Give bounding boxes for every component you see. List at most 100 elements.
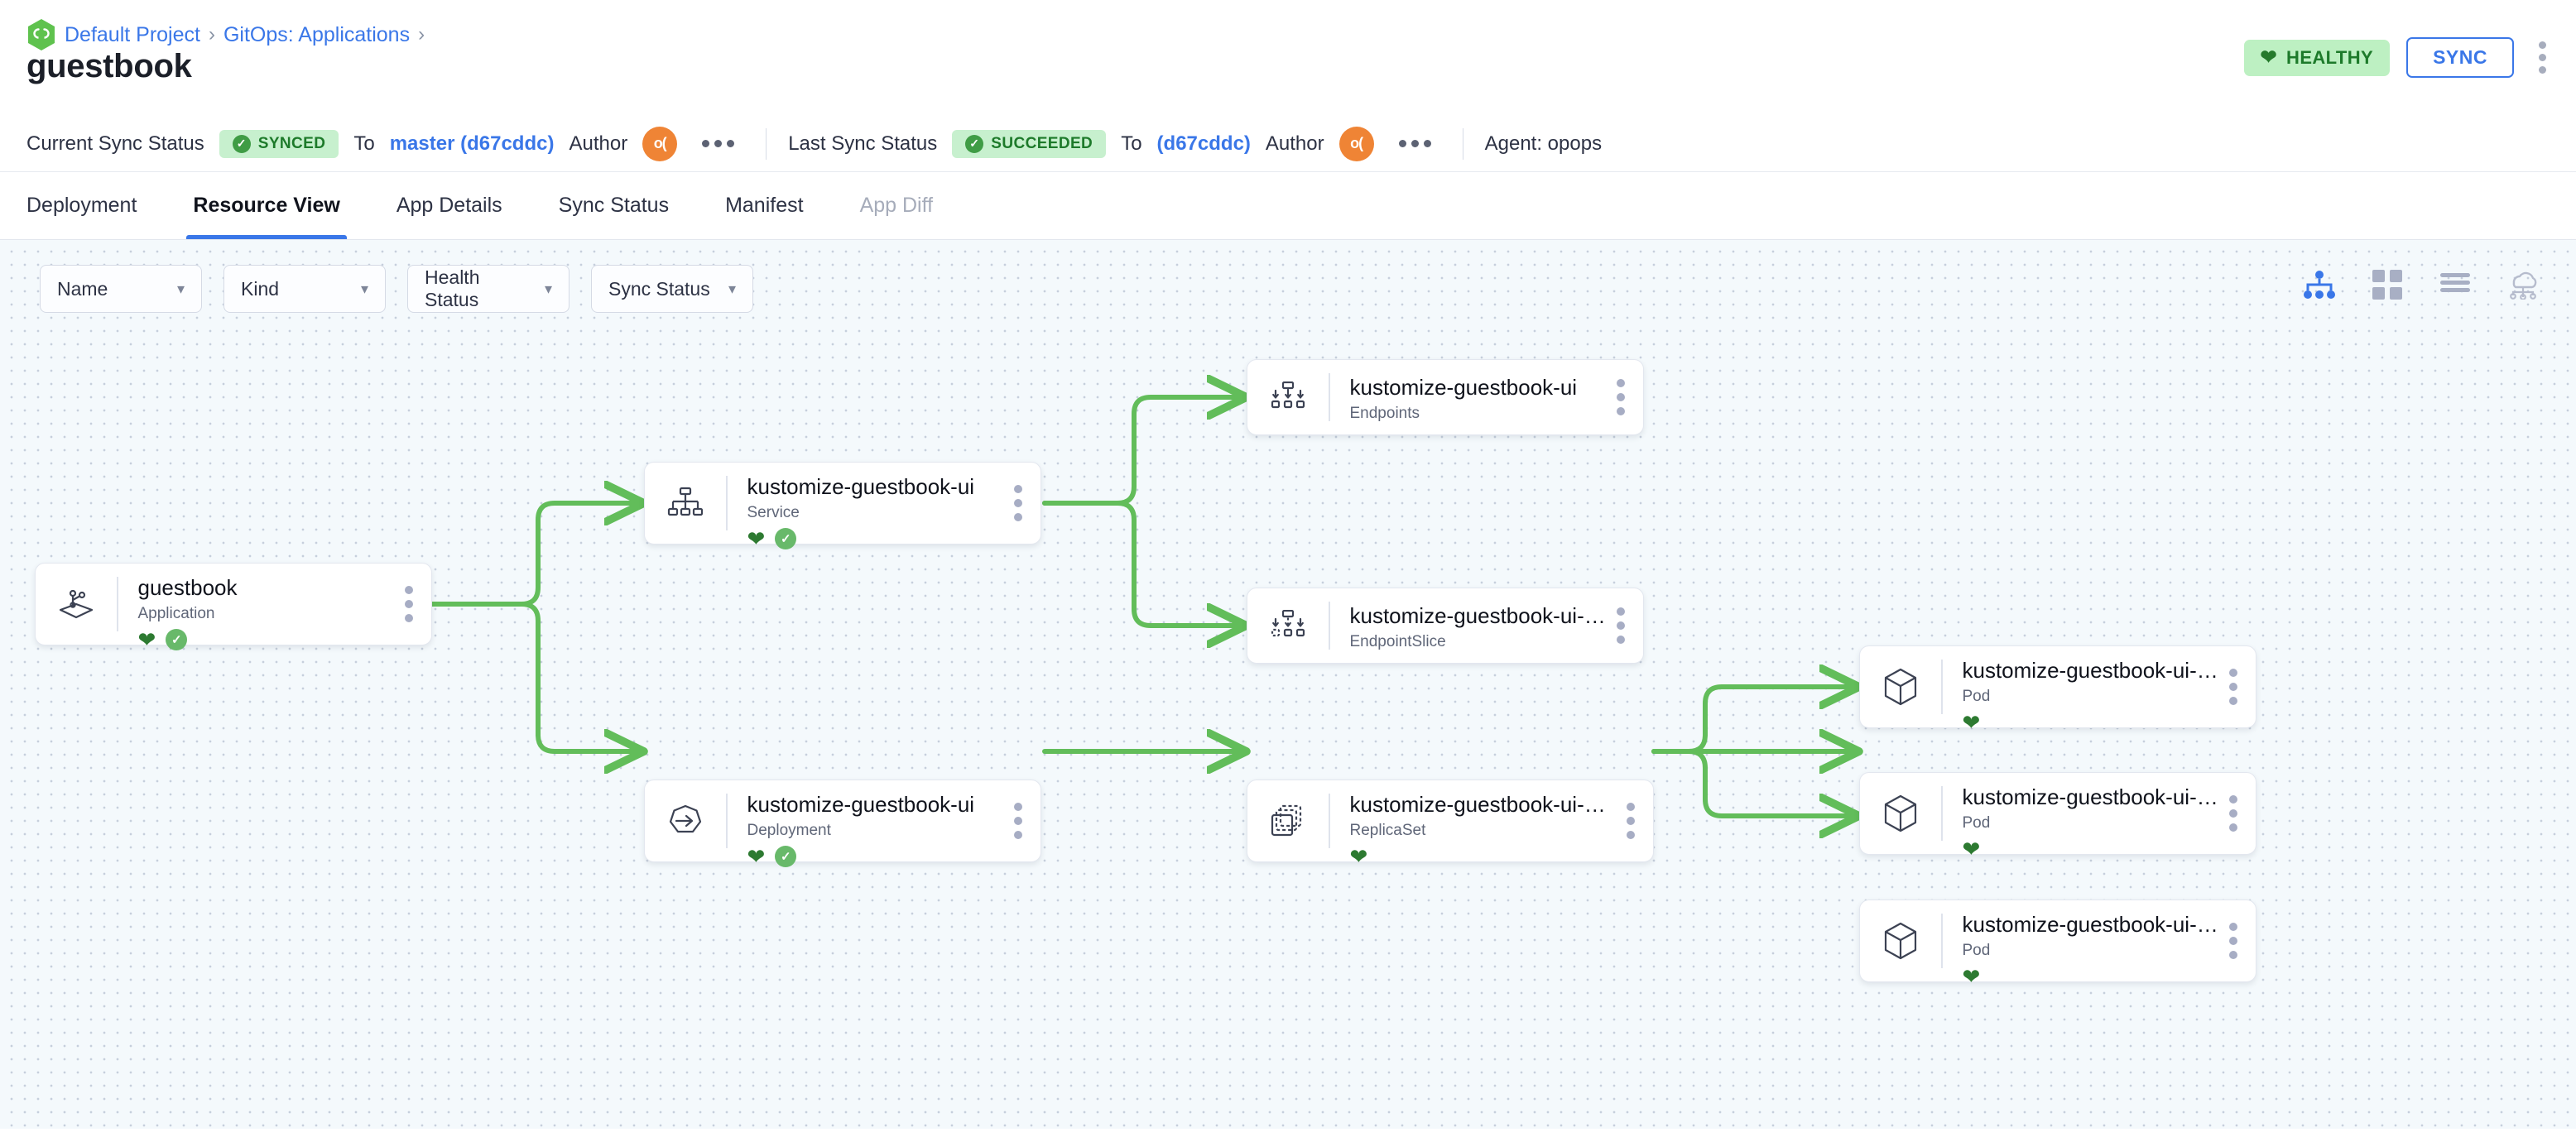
node-divider: [1329, 602, 1330, 650]
chevron-down-icon: ▾: [176, 281, 185, 297]
graph-node-deployment[interactable]: kustomize-guestbook-ui Deployment ❤ ✓: [644, 780, 1041, 868]
filter-bar: Name ▾ Kind ▾ Health Status ▾ Sync Statu…: [40, 265, 753, 313]
node-overflow-menu-icon[interactable]: [1608, 379, 1643, 415]
node-divider: [1941, 914, 1943, 968]
current-sync-overflow-icon[interactable]: [692, 137, 744, 151]
node-content: kustomize-guestbook-ui-… EndpointSlice: [1330, 588, 1609, 663]
node-kind: Endpoints: [1349, 405, 1420, 423]
sync-status-bar: Current Sync Status ✓ SYNCED To master (…: [0, 116, 2576, 172]
tab-resource-view[interactable]: Resource View: [165, 172, 368, 239]
filter-health-status-label: Health Status: [425, 266, 480, 310]
tab-app-diff: App Diff: [859, 194, 934, 217]
grid-view-icon[interactable]: [2369, 266, 2405, 303]
current-revision-link[interactable]: master (d67cddc): [389, 132, 555, 155]
filter-health-status[interactable]: Health Status ▾: [407, 265, 570, 313]
node-kind: Service: [747, 504, 800, 522]
current-sync-status-pill-label: SYNCED: [257, 134, 326, 152]
node-content: kustomize-guestbook-ui Service ❤ ✓: [728, 463, 1007, 550]
filter-sync-status-label: Sync Status: [608, 277, 710, 300]
health-heart-icon: ❤: [1962, 710, 1981, 736]
filter-sync-status[interactable]: Sync Status ▾: [591, 265, 753, 313]
node-overflow-menu-icon[interactable]: [2221, 923, 2256, 959]
node-kind: Pod: [1962, 942, 1991, 960]
tab-sync-status[interactable]: Sync Status: [558, 194, 670, 217]
filter-kind-label: Kind: [241, 277, 280, 300]
health-heart-icon: ❤: [1962, 837, 1981, 862]
graph-node-pod[interactable]: kustomize-guestbook-ui-… Pod ❤: [1859, 900, 2256, 987]
node-status-icons: ❤: [1963, 838, 2222, 860]
graph-node-application[interactable]: guestbook Application ❤ ✓: [35, 563, 432, 651]
filter-kind[interactable]: Kind ▾: [223, 265, 386, 313]
endpoints-icon: [1247, 360, 1329, 434]
health-heart-icon: ❤: [137, 627, 156, 653]
check-circle-icon: ✓: [232, 134, 251, 153]
last-sync-overflow-icon[interactable]: [1389, 137, 1441, 151]
node-status-icons: ❤: [1963, 966, 2222, 987]
tab-manifest[interactable]: Manifest: [725, 194, 804, 217]
node-content: kustomize-guestbook-ui-… Pod ❤: [1943, 900, 2222, 987]
node-kind: Pod: [1962, 814, 1991, 832]
tab-deployment[interactable]: Deployment: [26, 194, 137, 217]
breadcrumb: Default Project › GitOps: Applications ›: [26, 18, 425, 51]
current-sync-status-pill: ✓ SYNCED: [219, 129, 339, 158]
node-kind: ReplicaSet: [1349, 822, 1426, 840]
node-overflow-menu-icon[interactable]: [2221, 669, 2256, 705]
breadcrumb-item-gitops-applications[interactable]: GitOps: Applications: [223, 22, 411, 46]
health-heart-icon: ❤: [1349, 844, 1368, 870]
last-revision-link[interactable]: (d67cddc): [1156, 132, 1251, 155]
node-overflow-menu-icon[interactable]: [1618, 803, 1653, 839]
node-title: kustomize-guestbook-ui-…: [1962, 784, 2218, 809]
node-divider: [1941, 786, 1943, 841]
node-overflow-menu-icon[interactable]: [1608, 607, 1643, 644]
node-title: kustomize-guestbook-ui-…: [1962, 912, 2218, 937]
last-author-label: Author: [1265, 132, 1324, 155]
node-divider: [726, 476, 728, 530]
node-overflow-menu-icon[interactable]: [396, 586, 431, 622]
endpointslice-icon: [1247, 588, 1329, 663]
synced-check-icon: ✓: [775, 846, 797, 868]
pod-icon: [1860, 900, 1941, 981]
node-title: kustomize-guestbook-ui-…: [1349, 603, 1606, 628]
graph-node-endpointslice[interactable]: kustomize-guestbook-ui-… EndpointSlice: [1247, 588, 1644, 664]
health-heart-icon: ❤: [747, 844, 766, 870]
node-overflow-menu-icon[interactable]: [1006, 485, 1040, 521]
current-author-label: Author: [569, 132, 628, 155]
last-to-label: To: [1121, 132, 1142, 155]
node-title: kustomize-guestbook-ui: [1349, 375, 1578, 400]
resource-tree: guestbook Application ❤ ✓: [0, 240, 2576, 1129]
current-author-avatar[interactable]: o(: [642, 126, 678, 161]
chevron-down-icon: ▾: [544, 281, 552, 297]
graph-node-endpoints[interactable]: kustomize-guestbook-ui Endpoints: [1247, 359, 1644, 435]
node-content: kustomize-guestbook-ui-… ReplicaSet ❤: [1330, 780, 1619, 867]
graph-node-pod[interactable]: kustomize-guestbook-ui-… Pod ❤: [1859, 645, 2256, 733]
node-overflow-menu-icon[interactable]: [1006, 803, 1040, 839]
deployment-icon: [645, 780, 726, 861]
breadcrumb-separator: ›: [418, 23, 425, 46]
node-status-icons: ❤: [1350, 846, 1619, 867]
tab-bar: Deployment Resource View App Details Syn…: [0, 172, 2576, 240]
agent-label: Agent: opops: [1484, 132, 1603, 155]
node-status-icons: ❤: [1963, 712, 2222, 733]
header-overflow-menu-icon[interactable]: [2530, 36, 2554, 79]
node-kind: Pod: [1962, 688, 1991, 706]
filter-name[interactable]: Name ▾: [40, 265, 202, 313]
node-kind: Deployment: [747, 822, 831, 840]
breadcrumb-item-default-project[interactable]: Default Project: [65, 22, 200, 46]
graph-node-service[interactable]: kustomize-guestbook-ui Service ❤ ✓: [644, 462, 1041, 550]
graph-node-replicaset[interactable]: kustomize-guestbook-ui-… ReplicaSet ❤: [1247, 780, 1654, 867]
graph-node-pod[interactable]: kustomize-guestbook-ui-… Pod ❤: [1859, 772, 2256, 860]
network-view-icon[interactable]: [2505, 266, 2541, 303]
list-view-icon[interactable]: [2437, 266, 2473, 303]
node-overflow-menu-icon[interactable]: [2221, 795, 2256, 832]
tab-app-details[interactable]: App Details: [396, 194, 502, 217]
last-author-avatar[interactable]: o(: [1338, 126, 1374, 161]
page-title: guestbook: [26, 48, 192, 84]
node-divider: [117, 577, 118, 631]
tree-view-icon[interactable]: [2301, 266, 2338, 303]
health-badge-label: HEALTHY: [2286, 46, 2374, 68]
node-content: kustomize-guestbook-ui-… Pod ❤: [1943, 646, 2222, 733]
sync-button[interactable]: SYNC: [2406, 37, 2514, 78]
resource-graph-canvas[interactable]: Name ▾ Kind ▾ Health Status ▾ Sync Statu…: [0, 240, 2576, 1129]
application-icon: [36, 564, 117, 645]
node-title: kustomize-guestbook-ui: [747, 792, 975, 817]
